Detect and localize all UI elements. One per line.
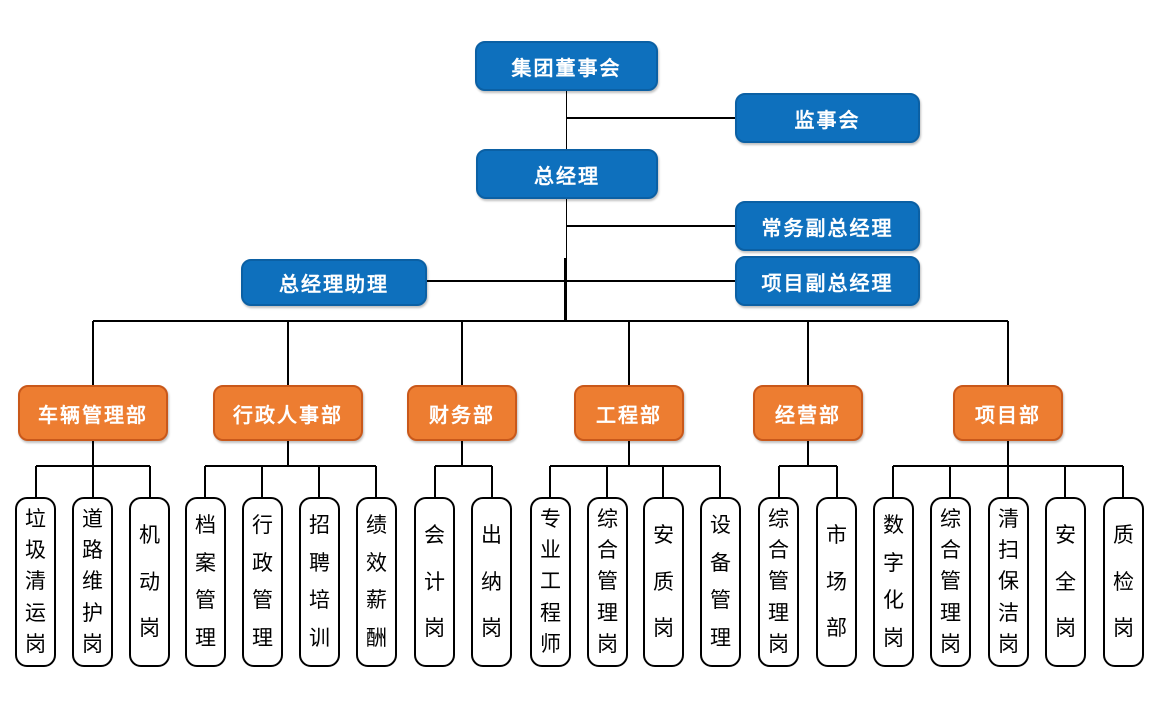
connector-drop-leaf bbox=[549, 466, 551, 497]
connector-drop-leaf bbox=[1007, 466, 1009, 497]
connector-bus-engineering-leaves bbox=[550, 465, 720, 467]
connector-drop-leaf bbox=[35, 466, 37, 497]
dept-operations-label: 经营部 bbox=[775, 404, 841, 427]
connector-stub-dept-project bbox=[1007, 441, 1009, 466]
connector-drop-dept-project bbox=[1007, 321, 1009, 385]
dept-vehicle-management-label: 车辆管理部 bbox=[38, 404, 148, 427]
dept-admin-hr-label: 行政人事部 bbox=[233, 404, 343, 427]
leaf-comprehensive-mgmt-post-proj: 综合管理岗 bbox=[930, 497, 971, 667]
connector-stub-dept-vehicle bbox=[92, 441, 94, 466]
connector-drop-leaf bbox=[318, 466, 320, 497]
connector-bus-vehicle-leaves bbox=[36, 465, 150, 467]
leaf-safety-post: 安全岗 bbox=[1045, 497, 1086, 667]
leaf-recruitment-training: 招聘培训 bbox=[299, 497, 340, 667]
connector-drop-leaf bbox=[434, 466, 436, 497]
dept-vehicle-management: 车辆管理部 bbox=[18, 385, 168, 441]
connector-drop-leaf bbox=[491, 466, 493, 497]
connector-gm-trunk-thin bbox=[565, 199, 568, 259]
leaf-administrative-management: 行政管理 bbox=[242, 497, 283, 667]
node-board-label: 集团董事会 bbox=[511, 57, 622, 80]
connector-drop-leaf bbox=[92, 466, 94, 497]
node-project-deputy-gm-label: 项目副总经理 bbox=[761, 272, 894, 295]
connector-gm-trunk-bold bbox=[564, 258, 567, 321]
connector-drop-leaf bbox=[261, 466, 263, 497]
node-supervisory-board: 监事会 bbox=[735, 93, 920, 143]
connector-stub-dept-finance bbox=[461, 441, 463, 466]
leaf-professional-engineer: 专业工程师 bbox=[530, 497, 571, 667]
connector-drop-leaf bbox=[836, 466, 838, 497]
connector-stub-dept-admin-hr bbox=[287, 441, 289, 466]
dept-finance-label: 财务部 bbox=[429, 404, 495, 427]
leaf-comprehensive-mgmt-post-eng: 综合管理岗 bbox=[587, 497, 628, 667]
connector-drop-dept-operations bbox=[807, 321, 809, 385]
connector-drop-leaf bbox=[892, 466, 894, 497]
connector-department-bus-bold-segment bbox=[462, 319, 630, 323]
dept-finance: 财务部 bbox=[407, 385, 517, 441]
connector-stub-dept-operations bbox=[807, 441, 809, 466]
leaf-quality-inspection-post: 质检岗 bbox=[1103, 497, 1144, 667]
leaf-road-maintenance-post: 道路维护岗 bbox=[72, 497, 113, 667]
connector-drop-leaf bbox=[1122, 466, 1124, 497]
connector-drop-dept-engineering bbox=[628, 321, 630, 385]
connector-assistant-project-deputy-branch bbox=[427, 280, 735, 282]
dept-project: 项目部 bbox=[953, 385, 1063, 441]
connector-board-gm bbox=[565, 91, 568, 149]
leaf-digitalization-post: 数字化岗 bbox=[873, 497, 914, 667]
connector-bus-finance-leaves bbox=[435, 465, 492, 467]
node-gm-assistant-label: 总经理助理 bbox=[279, 274, 389, 296]
connector-drop-leaf bbox=[719, 466, 721, 497]
node-supervisory-board-label: 监事会 bbox=[794, 109, 861, 132]
connector-drop-dept-admin-hr bbox=[287, 321, 289, 385]
leaf-equipment-management: 设备管理 bbox=[700, 497, 741, 667]
connector-drop-leaf bbox=[1064, 466, 1066, 497]
dept-admin-hr: 行政人事部 bbox=[213, 385, 363, 441]
connector-stub-dept-engineering bbox=[628, 441, 630, 466]
leaf-garbage-collection-post: 垃圾清运岗 bbox=[15, 497, 56, 667]
node-general-manager-label: 总经理 bbox=[534, 165, 600, 188]
node-project-deputy-gm: 项目副总经理 bbox=[735, 256, 920, 306]
node-board: 集团董事会 bbox=[475, 41, 658, 91]
node-general-manager: 总经理 bbox=[476, 149, 658, 199]
dept-project-label: 项目部 bbox=[975, 404, 1041, 427]
dept-operations: 经营部 bbox=[753, 385, 863, 441]
connector-drop-leaf bbox=[375, 466, 377, 497]
connector-drop-dept-finance bbox=[461, 321, 463, 385]
leaf-comprehensive-mgmt-post-ops: 综合管理岗 bbox=[758, 497, 799, 667]
dept-engineering-label: 工程部 bbox=[596, 404, 662, 427]
connector-drop-leaf bbox=[606, 466, 608, 497]
connector-drop-leaf bbox=[778, 466, 780, 497]
node-executive-deputy-gm: 常务副总经理 bbox=[735, 201, 920, 251]
leaf-cleaning-post: 清扫保洁岗 bbox=[988, 497, 1029, 667]
leaf-market-division: 市场部 bbox=[816, 497, 857, 667]
leaf-performance-compensation: 绩效薪酬 bbox=[356, 497, 397, 667]
dept-engineering: 工程部 bbox=[574, 385, 684, 441]
leaf-mobile-post: 机动岗 bbox=[129, 497, 170, 667]
connector-drop-leaf bbox=[662, 466, 664, 497]
node-executive-deputy-gm-label: 常务副总经理 bbox=[761, 217, 894, 240]
connector-drop-leaf bbox=[949, 466, 951, 497]
leaf-safety-quality-post: 安质岗 bbox=[643, 497, 684, 667]
connector-drop-leaf bbox=[149, 466, 151, 497]
leaf-cashier-post: 出纳岗 bbox=[471, 497, 512, 667]
connector-supervisory-branch bbox=[566, 117, 735, 119]
leaf-accounting-post: 会计岗 bbox=[414, 497, 455, 667]
node-gm-assistant: 总经理助理 bbox=[241, 259, 427, 306]
connector-bus-project-leaves bbox=[893, 465, 1123, 467]
connector-bus-operations-leaves bbox=[779, 465, 837, 467]
connector-drop-dept-vehicle bbox=[92, 321, 94, 385]
connector-bus-admin-hr-leaves bbox=[205, 465, 376, 467]
leaf-archives-management: 档案管理 bbox=[185, 497, 226, 667]
connector-drop-leaf bbox=[204, 466, 206, 497]
connector-exec-deputy-branch bbox=[566, 225, 735, 227]
